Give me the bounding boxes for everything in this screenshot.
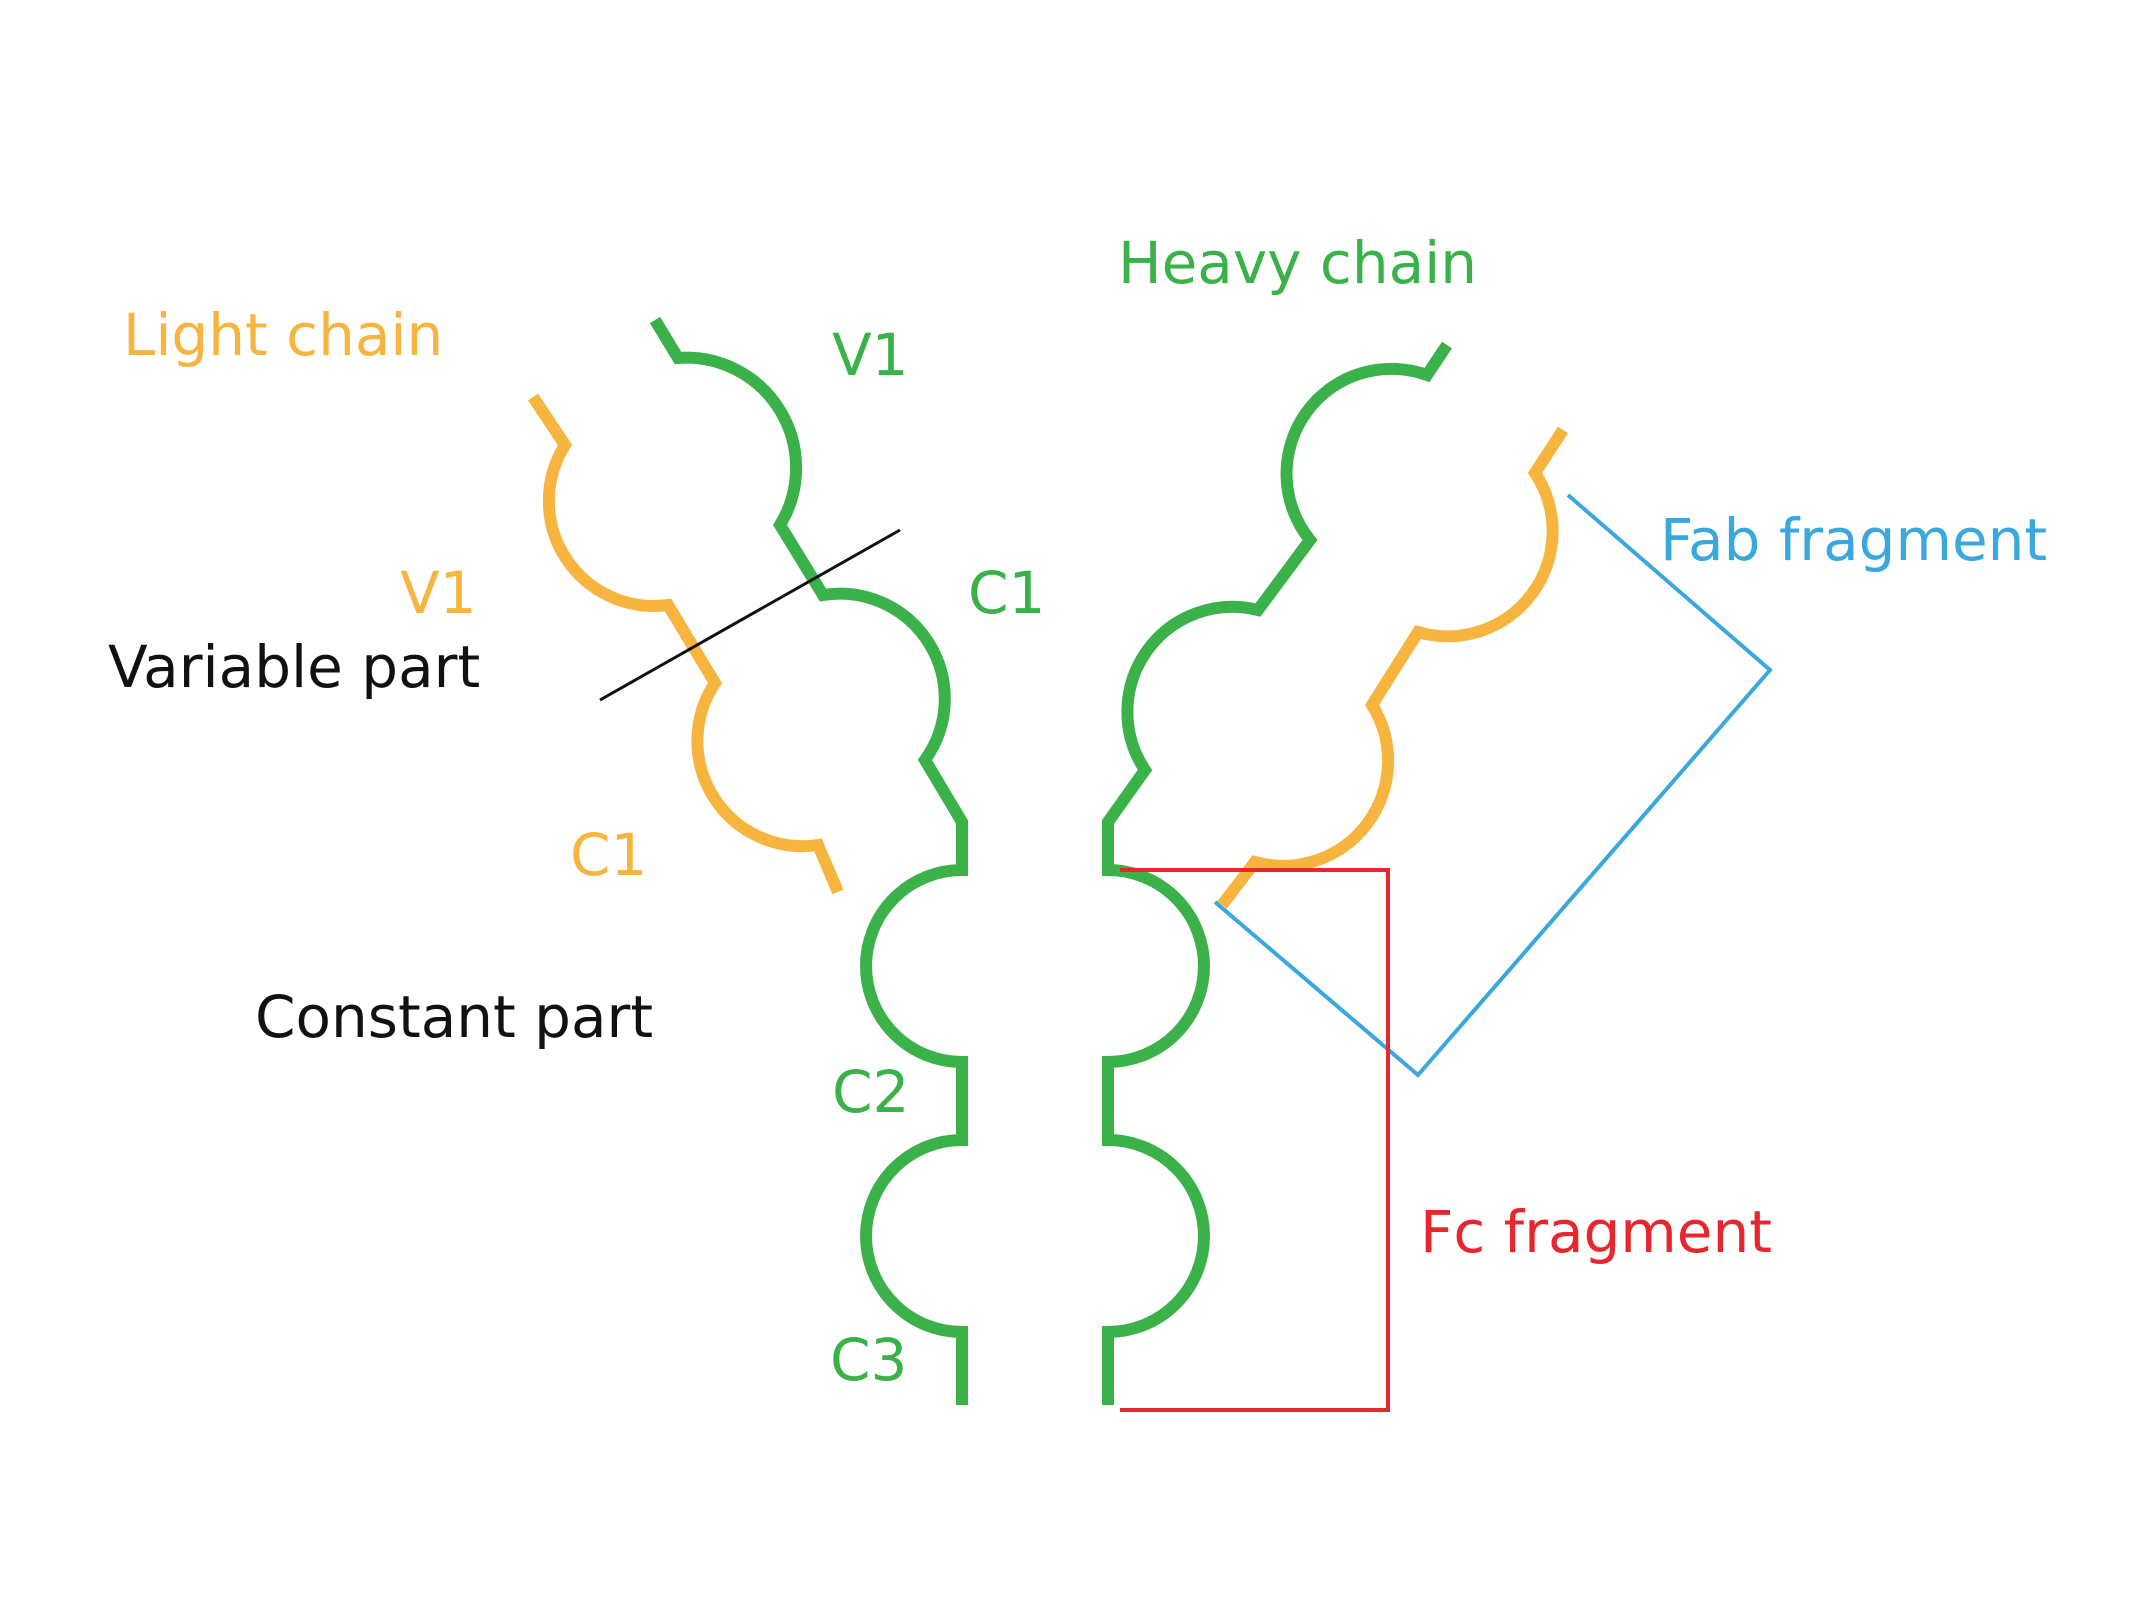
light-c1-label: C1 [570,821,647,889]
variable-part-label: Variable part [108,633,480,701]
constant-part-label: Constant part [255,983,653,1051]
left-heavy-chain [649,316,968,1405]
light-v1-label: V1 [400,559,477,627]
right-heavy-chain [1102,341,1452,1405]
c2-label: C2 [832,1058,909,1126]
fab-fragment-bracket [1213,493,1773,1078]
variable-constant-divider [599,528,901,702]
fab-fragment-label: Fab fragment [1660,506,2047,574]
fc-fragment-bracket [1120,868,1390,1412]
heavy-chain-label: Heavy chain [1118,229,1477,297]
heavy-v1-label: V1 [832,321,909,389]
c3-label: C3 [830,1326,907,1394]
right-light-chain [1217,426,1569,909]
heavy-c1-label: C1 [968,559,1045,627]
left-light-chain [528,393,844,895]
light-chain-label: Light chain [123,301,443,369]
fc-fragment-label: Fc fragment [1420,1198,1772,1266]
